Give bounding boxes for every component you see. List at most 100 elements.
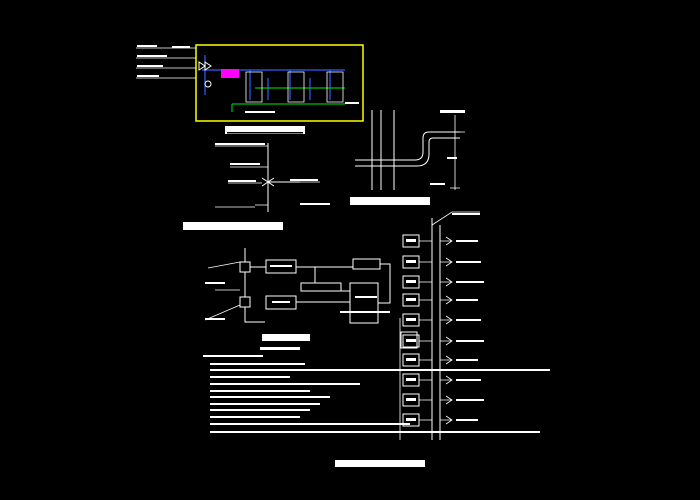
title-gap [227,132,303,134]
riser-units [402,234,484,427]
control-schematic [183,222,391,350]
label-mark [345,102,359,104]
label-mark [452,213,480,215]
label-mark [447,157,457,159]
riser-branch [419,257,453,267]
pipe-run [355,131,460,167]
riser-branch [419,277,453,287]
unit-label-mark [406,318,416,321]
unit-annotation-mark [456,379,481,381]
unit-label-mark [406,398,416,401]
note-line [203,355,263,357]
note-line [210,396,330,398]
leader-lines [215,145,320,208]
unit-annotation-mark [456,359,478,361]
left-leaders [136,47,196,79]
piping-diagram-frame [195,44,364,122]
unit-annotation-mark [456,340,484,342]
note-line [210,390,310,392]
subtitle-bar [262,334,310,341]
note-line [210,376,290,378]
note-line [210,416,300,418]
riser-branch [419,315,453,325]
note-line [210,409,310,411]
unit-label-mark [406,358,416,361]
label-mark [355,296,377,298]
wall-penetration-detail [350,110,465,205]
label-mark [440,110,465,113]
tank-outlines [245,71,344,103]
label-mark [300,203,330,205]
supply-pipe-vertical [204,55,311,100]
riser-branch [419,375,453,385]
unit-label-mark [406,378,416,381]
unit-label-mark [406,280,416,283]
unit-label-mark [406,298,416,301]
label-mark [230,163,260,165]
note-line [210,403,320,405]
unit-label-mark [406,260,416,263]
note-line [210,383,360,385]
riser-diagram [399,211,480,440]
label-mark [228,180,256,182]
riser-trunk [431,218,441,440]
label-mark [205,282,225,284]
valve-symbol [261,177,275,187]
title-bar [225,126,305,134]
relay-box [300,282,342,292]
unit-annotation-mark [456,240,478,242]
valve-node-detail [215,143,330,212]
label-mark [137,65,163,67]
unit-box-large [400,331,418,349]
unit-label-mark [406,339,416,342]
dimension-line [450,115,465,190]
riser-branch [419,395,453,405]
note-line [210,369,550,371]
valve-symbol [198,61,212,71]
label-mark [172,46,190,48]
label-mark [215,143,265,145]
unit-label-mark [406,418,416,421]
label-mark [137,55,167,57]
leader-lines [204,261,241,321]
title-bar [183,222,283,230]
unit-label-mark [406,239,416,242]
riser-branch [419,336,453,346]
label-mark [137,75,159,77]
sheet-title-bar [335,460,425,467]
pump-circle [204,80,212,88]
riser-branch [419,355,453,365]
riser-branch [419,415,453,425]
label-mark [340,311,390,313]
label-mark [270,265,292,267]
sensor-box [239,296,251,308]
unit-annotation-mark [456,261,481,263]
riser-branch [419,295,453,305]
unit-annotation-mark [456,399,484,401]
subtitle-bar [260,347,300,350]
label-mark [290,179,318,181]
note-line [210,431,540,433]
signal-box [352,258,381,270]
pump-unit [221,69,239,78]
label-mark [272,301,290,303]
unit-annotation-mark [456,419,478,421]
unit-annotation-mark [456,281,484,283]
wiring [244,248,391,323]
sensor-box [239,261,251,273]
note-line [210,363,305,365]
pipe-cross [267,143,300,212]
note-line [210,423,410,425]
unit-annotation-mark [456,299,478,301]
label-mark [430,183,445,185]
riser-top-leader [431,211,480,226]
notes-block [203,355,550,433]
main-panel-box [349,282,379,324]
label-mark [205,318,225,320]
return-pipe [231,87,345,112]
label-mark [245,111,275,113]
wall-lines [371,110,395,190]
unit-annotation-mark [456,319,481,321]
title-bar [350,197,430,205]
